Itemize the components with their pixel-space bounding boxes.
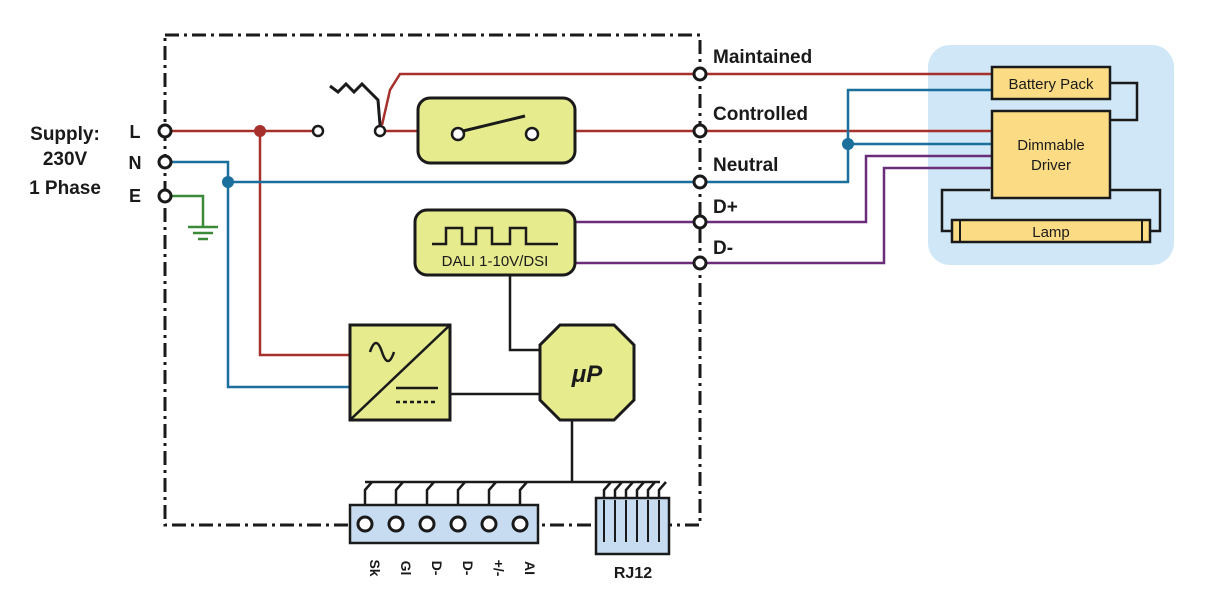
battery-pack-box xyxy=(990,65,1112,101)
signal-wires xyxy=(363,275,667,520)
pin-label-5: +/- xyxy=(491,560,507,577)
pin-label-1: Sk xyxy=(367,559,383,576)
live-wires xyxy=(168,72,992,357)
supply-title: Supply: xyxy=(30,124,100,145)
output-terminals xyxy=(692,66,708,271)
output-label-controlled: Controlled xyxy=(713,104,808,125)
dali-block xyxy=(413,208,577,277)
driver-label-line2: Driver xyxy=(1031,157,1071,174)
relay-block xyxy=(416,96,577,165)
fuse-symbol xyxy=(329,81,382,126)
rj12-label: RJ12 xyxy=(614,565,652,582)
live-switch-contact xyxy=(311,124,325,138)
terminal-strip xyxy=(348,503,540,545)
relay-contact-right xyxy=(524,126,540,142)
terminal-label-n: N xyxy=(129,153,142,173)
dimmable-driver-box xyxy=(990,109,1112,200)
relay-switch-arm xyxy=(462,114,526,133)
fuse-contact xyxy=(373,124,387,138)
psu-diagonal xyxy=(349,324,451,421)
neutral-wires xyxy=(168,88,992,389)
controller-enclosure xyxy=(163,33,702,527)
luminaire-wires xyxy=(940,81,1162,233)
supply-terminals xyxy=(157,123,173,204)
rj12-pins xyxy=(603,500,660,542)
luminaire-neutral-junction-dot xyxy=(842,138,854,150)
earth-symbol xyxy=(168,194,218,241)
dali-wires xyxy=(575,154,992,265)
supply-voltage: 230V xyxy=(43,149,88,170)
pin-label-3: D- xyxy=(429,561,445,576)
rj12-connector xyxy=(594,496,671,556)
driver-label-line1: Dimmable xyxy=(1017,137,1085,154)
terminal-pin-labels: Sk Gl D- D- +/- AI xyxy=(367,559,538,576)
output-label-neutral: Neutral xyxy=(713,155,778,176)
dali-pulse-icon xyxy=(432,226,558,246)
lamp-tube xyxy=(950,218,1152,244)
supply-phase: 1 Phase xyxy=(29,178,101,199)
terminal-screws xyxy=(356,515,529,533)
dali-label: DALI 1-10V/DSI xyxy=(442,253,549,270)
neutral-junction-dot xyxy=(222,176,234,188)
ac-sine-icon xyxy=(368,341,396,363)
pin-label-2: Gl xyxy=(398,561,414,576)
live-junction-dot xyxy=(254,125,266,137)
microprocessor-label: μP xyxy=(571,361,603,388)
microprocessor-block xyxy=(538,323,636,422)
pin-label-4: D- xyxy=(460,561,476,576)
lamp-label: Lamp xyxy=(1032,224,1070,241)
battery-pack-label: Battery Pack xyxy=(1008,76,1094,93)
output-label-maintained: Maintained xyxy=(713,47,812,68)
terminal-label-e: E xyxy=(129,186,141,206)
output-label-d-minus: D- xyxy=(713,238,733,259)
output-label-d-plus: D+ xyxy=(713,197,738,218)
pin-label-6: AI xyxy=(522,561,538,575)
terminal-label-l: L xyxy=(130,122,141,142)
relay-contact-left xyxy=(450,126,466,142)
